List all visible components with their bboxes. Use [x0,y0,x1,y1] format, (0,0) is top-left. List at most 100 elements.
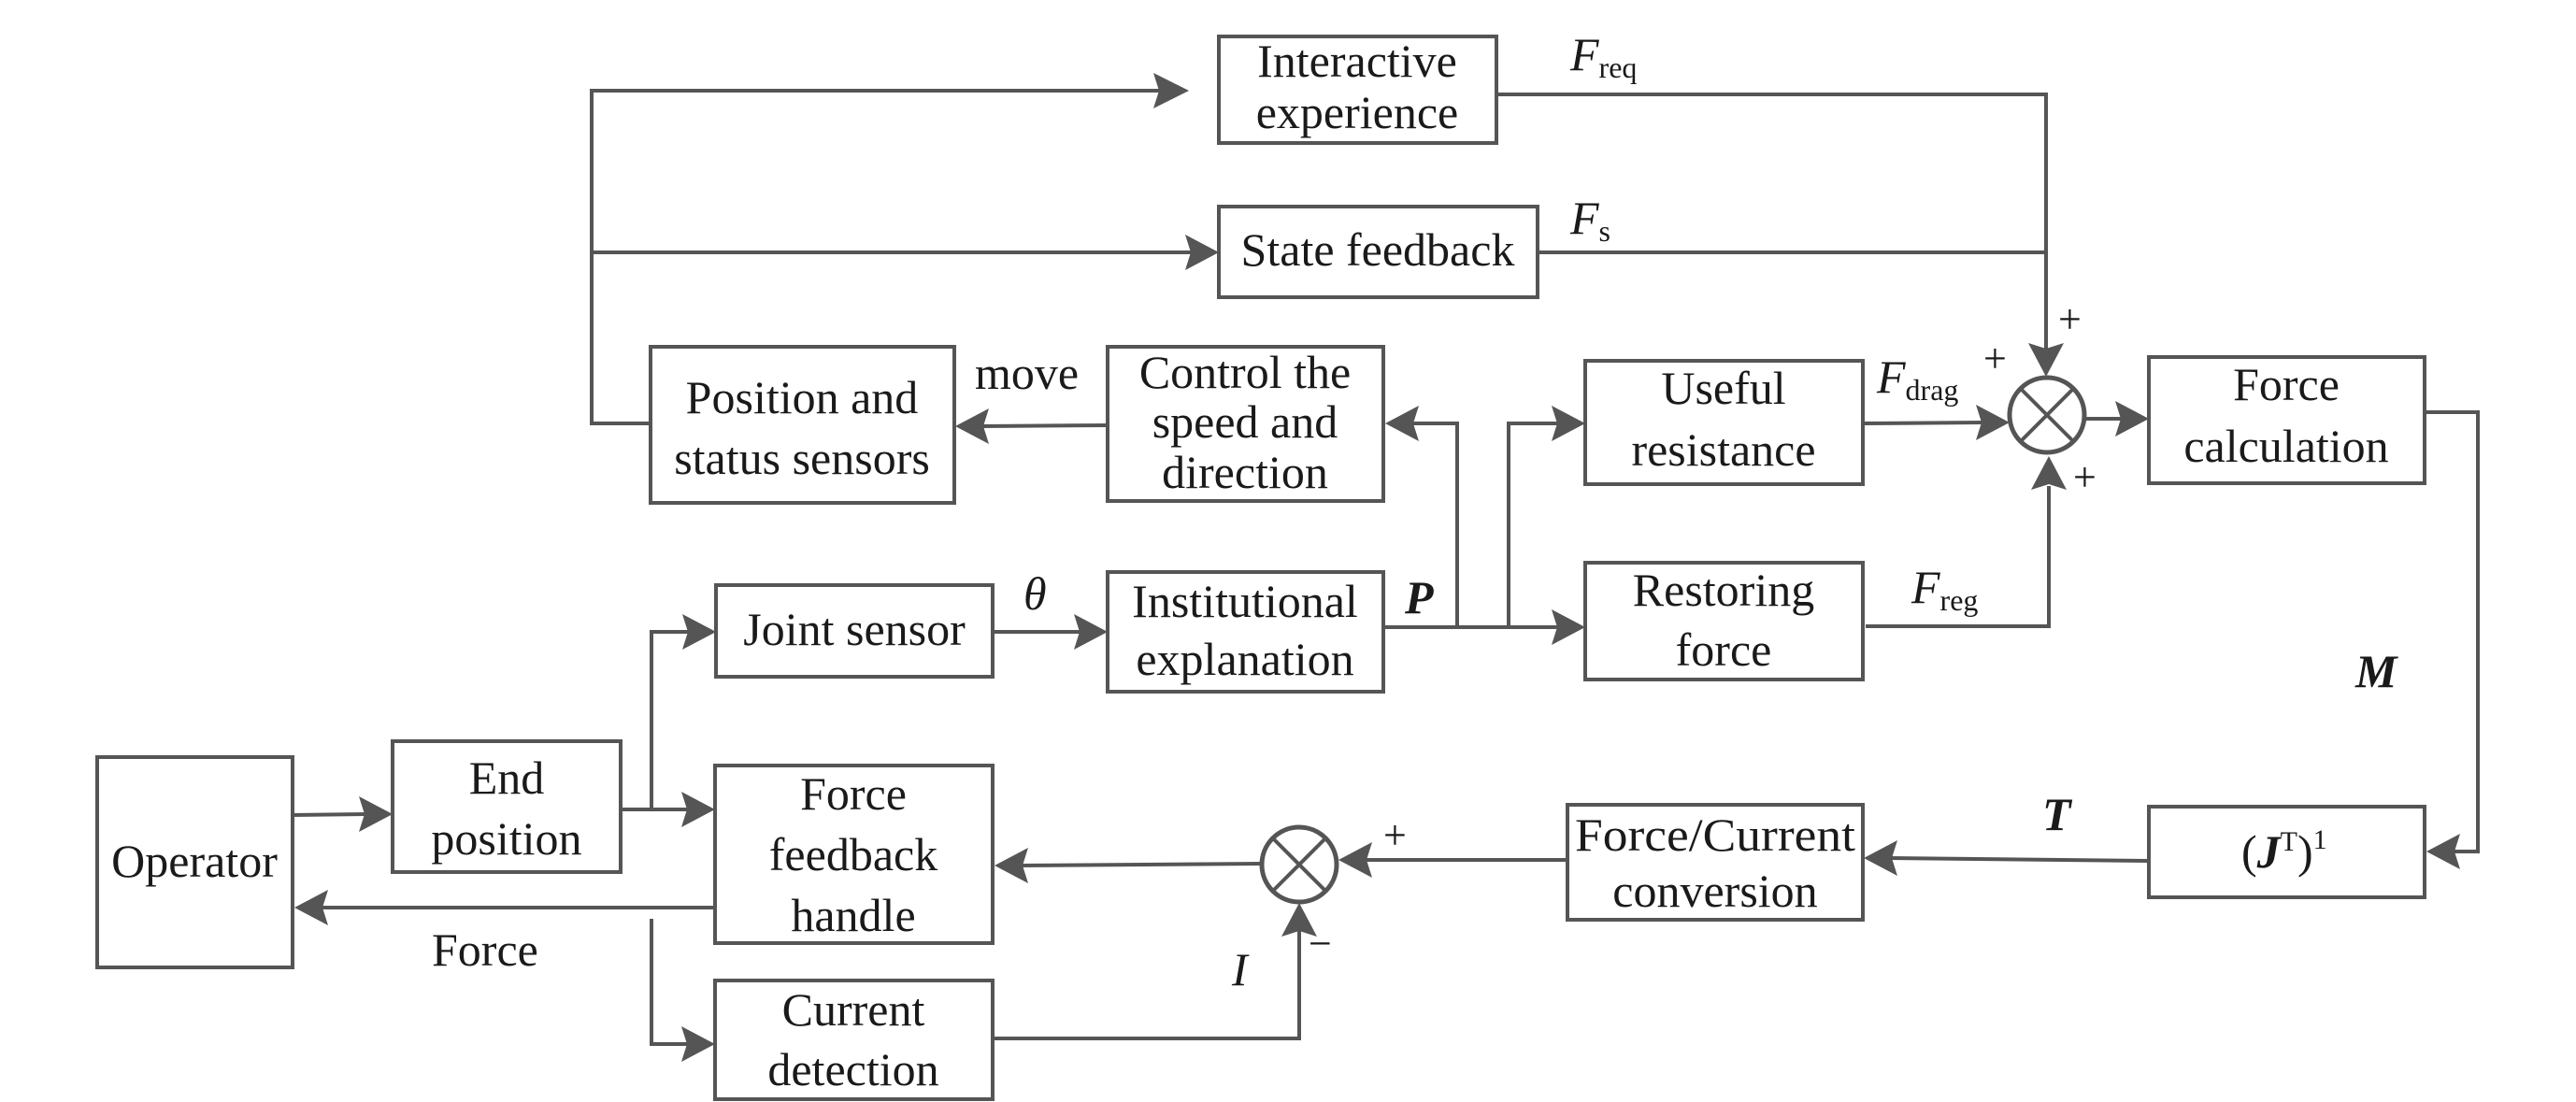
block-restoring-force: Restoring force [1583,561,1865,681]
arrow-head [1153,73,1189,108]
arrow-head [2031,456,2067,490]
minus-sign: − [1309,921,1332,966]
plus-sign: + [2058,296,2082,342]
block-label: Control the [1139,346,1351,398]
block-end-position: End position [391,739,623,874]
block-label: Force/Current [1575,809,1855,861]
line-p-to-useful [1507,422,1559,627]
block-label: direction [1162,446,1328,498]
line-operator-to-end-position [292,812,367,817]
plus-sign: + [1983,336,2007,381]
signal-i: I [1231,943,1250,995]
block-operator: Operator [95,755,294,969]
block-label: Institutional [1132,575,1358,627]
line-freg-to-sum [1866,486,2051,628]
block-label: calculation [2183,420,2388,472]
signal-f-s: Fs [1569,192,1610,248]
signal-theta: θ [1023,567,1047,620]
arrow-head [1552,609,1585,645]
block-label: End [469,751,545,804]
line-to-current-detection [650,919,690,1046]
line-t [1889,856,2150,863]
block-label: Restoring [1633,564,1814,616]
arrow-head [1976,405,2010,440]
line-m [2425,410,2480,853]
line-position-to-interactive [590,89,1159,425]
block-label: detection [767,1043,938,1095]
block-useful-resistance: Useful resistance [1583,359,1865,486]
plus-sign: + [1383,812,1407,858]
block-label: Joint sensor [743,603,966,655]
arrow-head [1385,406,1419,441]
block-position-status-sensors: Position and status sensors [649,345,956,505]
block-label: Position and [686,371,919,423]
block-label: force [1676,623,1772,676]
signal-m: M [2354,645,2398,697]
arrow-head [1281,903,1317,937]
arrow-head [2426,834,2460,869]
block-force-current-conversion: Force/Current conversion [1566,803,1865,922]
arrow-head [682,614,716,650]
block-label: speed and [1152,395,1338,448]
plus-sign: + [2073,454,2097,500]
line-i-to-sum [993,930,1301,1040]
block-label: status sensors [674,432,930,484]
line-p-to-control [1412,422,1459,627]
block-label: feedback [769,828,937,880]
block-force-feedback-handle: Force feedback handle [713,764,995,945]
block-label: Force [2233,358,2340,410]
block-joint-sensor: Joint sensor [714,583,995,679]
block-label: State feedback [1241,223,1515,276]
block-state-feedback: State feedback [1217,205,1539,299]
signal-p: P [1404,571,1434,623]
sum-signs: + + + + − [1309,296,2097,966]
arrow-head [681,792,715,827]
summing-junction-top [2007,375,2087,455]
arrow-head [681,1026,715,1062]
block-institutional-explanation: Institutional explanation [1106,570,1385,694]
arrow-head [1185,235,1219,270]
block-label: Interactive [1257,35,1457,87]
arrow-head [294,890,328,925]
arrow-head [1074,614,1108,650]
block-label: explanation [1136,633,1353,685]
arrow-head [1864,840,1897,876]
connections [292,73,2480,1062]
signal-labels: Freq Fs Fdrag Freg move θ P M T I Force [432,28,2398,995]
block-label: conversion [1612,865,1817,917]
line-fdrag-to-sum [1862,421,1984,425]
block-label: Useful [1661,362,1785,414]
summing-junction-bottom [1259,824,1339,905]
arrow-head [955,408,989,444]
signal-t: T [2042,788,2073,840]
block-label: Force [800,767,907,820]
line-freq-to-sum [1496,93,2048,351]
block-label: resistance [1631,423,1815,476]
signal-f-reg: Freg [1911,561,1978,617]
signal-move: move [975,347,1079,399]
block-label: position [431,812,581,865]
block-label: handle [791,889,915,941]
block-label: experience [1256,86,1459,138]
block-current-detection: Current detection [713,979,995,1101]
block-force-calculation: Force calculation [2147,355,2426,485]
block-label: Operator [111,835,278,887]
block-control-speed-direction: Control the speed and direction [1106,345,1385,503]
block-label: Current [782,983,925,1036]
arrow-head [2028,343,2064,377]
arrow-head [1552,406,1585,441]
signal-f-drag: Fdrag [1876,351,1958,407]
signal-f-req: Freq [1569,28,1637,84]
block-interactive-experience: Interactive experience [1217,35,1498,145]
signal-force: Force [432,923,538,976]
line-sum-to-handle [1020,862,1263,867]
block-jacobian-inverse: (JT)1 [2147,805,2426,899]
arrow-head [995,848,1028,883]
arrow-head [2115,401,2149,437]
line-end-to-joint-sensor [650,630,690,809]
block-label: (JT)1 [2241,824,2327,878]
arrow-head [359,796,393,832]
line-control-to-position [980,423,1109,428]
arrow-head [1338,842,1372,878]
